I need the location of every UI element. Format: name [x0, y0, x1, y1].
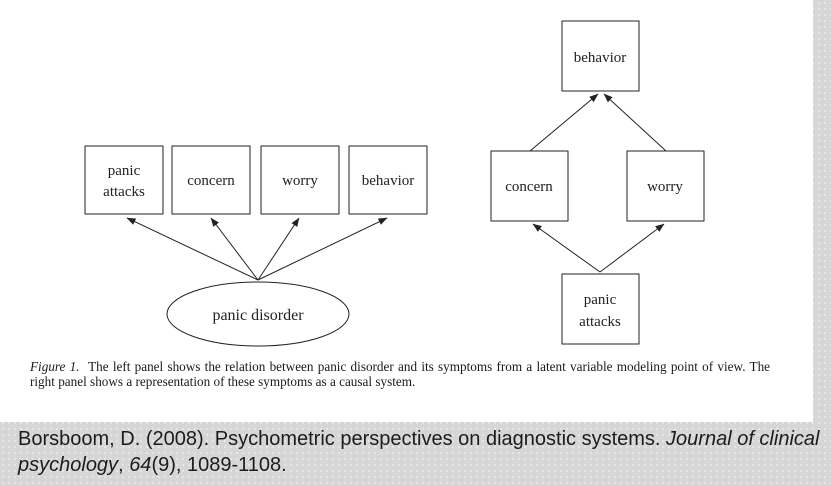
- node-label: panic: [584, 292, 617, 308]
- citation-journal: Journal of clinical psychology: [18, 428, 820, 476]
- figure-label: Figure 1.: [30, 359, 80, 374]
- node-label: attacks: [579, 314, 621, 330]
- arrow-worry-to-behavior: [603, 93, 667, 152]
- causal-node-behavior: behavior: [561, 20, 640, 92]
- arrow-panic-disorder-to-concern: [210, 217, 259, 281]
- caption-text: The left panel shows the relation betwee…: [30, 359, 771, 389]
- figure-panel: panic attacks concern worry behavior pan…: [0, 0, 813, 422]
- right-panel: behavior concern worry panic attacks: [490, 20, 705, 345]
- citation-volume: 64: [129, 454, 152, 476]
- left-arrows: [126, 217, 388, 281]
- citation: Borsboom, D. (2008). Psychometric perspe…: [18, 426, 823, 478]
- arrow-panic-disorder-to-worry: [257, 217, 300, 281]
- node-label: behavior: [574, 50, 626, 66]
- causal-node-panic-attacks: panic attacks: [561, 273, 640, 345]
- left-panel: panic attacks concern worry behavior pan…: [84, 145, 428, 347]
- symptom-node-behavior: behavior: [348, 145, 428, 215]
- arrow-panic-disorder-to-panic-attacks: [126, 217, 259, 281]
- node-label: worry: [647, 179, 683, 195]
- citation-issue-pages: (9), 1089-1108.: [151, 454, 287, 476]
- arrow-concern-to-behavior: [529, 93, 599, 152]
- symptom-label: panic: [108, 163, 141, 179]
- causal-node-worry: worry: [626, 150, 705, 222]
- symptom-node-concern: concern: [171, 145, 251, 215]
- symptom-label: attacks: [103, 184, 145, 200]
- node-label: concern: [505, 179, 553, 195]
- symptom-node-panic-attacks: panic attacks: [84, 145, 164, 215]
- arrow-panic-attacks-to-concern: [532, 223, 601, 273]
- citation-separator: ,: [118, 454, 130, 476]
- symptom-node-worry: worry: [260, 145, 340, 215]
- symptom-label: behavior: [362, 173, 414, 189]
- latent-node-panic-disorder: panic disorder: [166, 281, 350, 347]
- latent-label: panic disorder: [212, 307, 304, 324]
- symptom-label: worry: [282, 173, 318, 189]
- diagram: panic attacks concern worry behavior pan…: [84, 20, 705, 347]
- arrow-panic-attacks-to-worry: [599, 223, 665, 273]
- figure-caption: Figure 1. The left panel shows the relat…: [30, 359, 770, 389]
- right-arrows: [529, 93, 667, 273]
- arrow-panic-disorder-to-behavior: [257, 217, 388, 281]
- symptom-label: concern: [187, 173, 235, 189]
- causal-node-concern: concern: [490, 150, 569, 222]
- citation-authors: Borsboom, D. (2008). Psychometric perspe…: [18, 428, 667, 450]
